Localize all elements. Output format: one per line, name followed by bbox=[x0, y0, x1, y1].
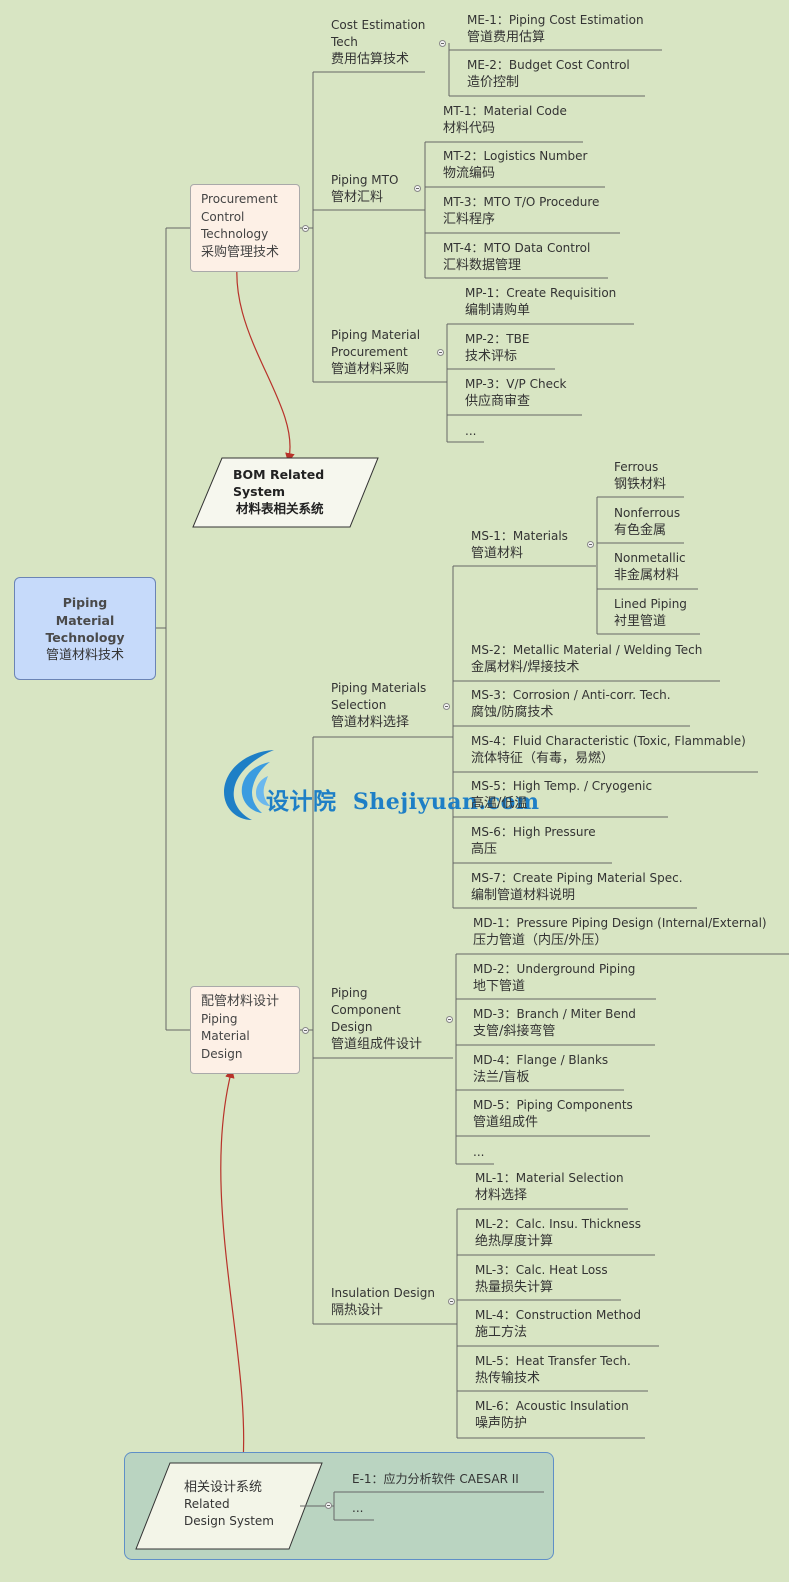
watermark-text: 设计院 Shejiyuan.com bbox=[266, 789, 540, 815]
collapse-toggle-icon[interactable] bbox=[302, 225, 309, 232]
collapse-toggle-icon[interactable] bbox=[439, 40, 446, 47]
component-design-branch[interactable]: Piping Component Design 管道组成件设计 bbox=[331, 986, 423, 1052]
cost-estimation-branch[interactable]: Cost Estimation Tech 费用估算技术 bbox=[331, 18, 426, 67]
bom-related-system[interactable]: BOM Related System 材料表相关系统 bbox=[233, 467, 325, 516]
root-title-zh: 管道材料技术 bbox=[45, 647, 124, 663]
ms-item[interactable]: MS-4：Fluid Characteristic (Toxic, Flamma… bbox=[471, 734, 746, 766]
ms-item[interactable]: MS-3：Corrosion / Anti-corr. Tech.腐蚀/防腐技术 bbox=[471, 688, 671, 720]
ml-item[interactable]: ML-5：Heat Transfer Tech.热传输技术 bbox=[475, 1354, 631, 1386]
collapse-toggle-icon[interactable] bbox=[446, 1016, 453, 1023]
md-item[interactable]: MD-1：Pressure Piping Design (Internal/Ex… bbox=[473, 916, 767, 948]
e-item[interactable]: E-1：应力分析软件 CAESAR II bbox=[352, 1472, 519, 1486]
material-procurement-branch[interactable]: Piping Material Procurement 管道材料采购 bbox=[331, 328, 421, 377]
root-node[interactable]: Piping Material Technology 管道材料技术 bbox=[14, 577, 156, 680]
procurement-node[interactable]: Procurement Control Technology 采购管理技术 bbox=[190, 184, 300, 272]
md-item[interactable]: ... bbox=[473, 1145, 485, 1159]
related-design-system[interactable]: 相关设计系统 Related Design System bbox=[184, 1480, 274, 1528]
insulation-design-branch[interactable]: Insulation Design 隔热设计 bbox=[331, 1286, 435, 1318]
materials-selection-branch[interactable]: Piping Materials Selection 管道材料选择 bbox=[331, 681, 427, 730]
collapse-toggle-icon[interactable] bbox=[325, 1502, 332, 1509]
collapse-toggle-icon[interactable] bbox=[448, 1298, 455, 1305]
watermark-logo-icon bbox=[222, 748, 292, 827]
piping-mto-branch[interactable]: Piping MTO 管材汇料 bbox=[331, 173, 399, 205]
collapse-toggle-icon[interactable] bbox=[437, 349, 444, 356]
collapse-toggle-icon[interactable] bbox=[302, 1027, 309, 1034]
collapse-toggle-icon[interactable] bbox=[587, 541, 594, 548]
mp-item[interactable]: ... bbox=[465, 424, 477, 438]
collapse-toggle-icon[interactable] bbox=[414, 185, 421, 192]
root-title-en: Piping Material Technology bbox=[45, 595, 125, 645]
design-node[interactable]: 配管材料设计 Piping Material Design bbox=[190, 986, 300, 1074]
e-item[interactable]: ... bbox=[352, 1501, 364, 1515]
ms-item[interactable]: MS-7：Create Piping Material Spec.编制管道材料说… bbox=[471, 871, 683, 903]
collapse-toggle-icon[interactable] bbox=[443, 703, 450, 710]
